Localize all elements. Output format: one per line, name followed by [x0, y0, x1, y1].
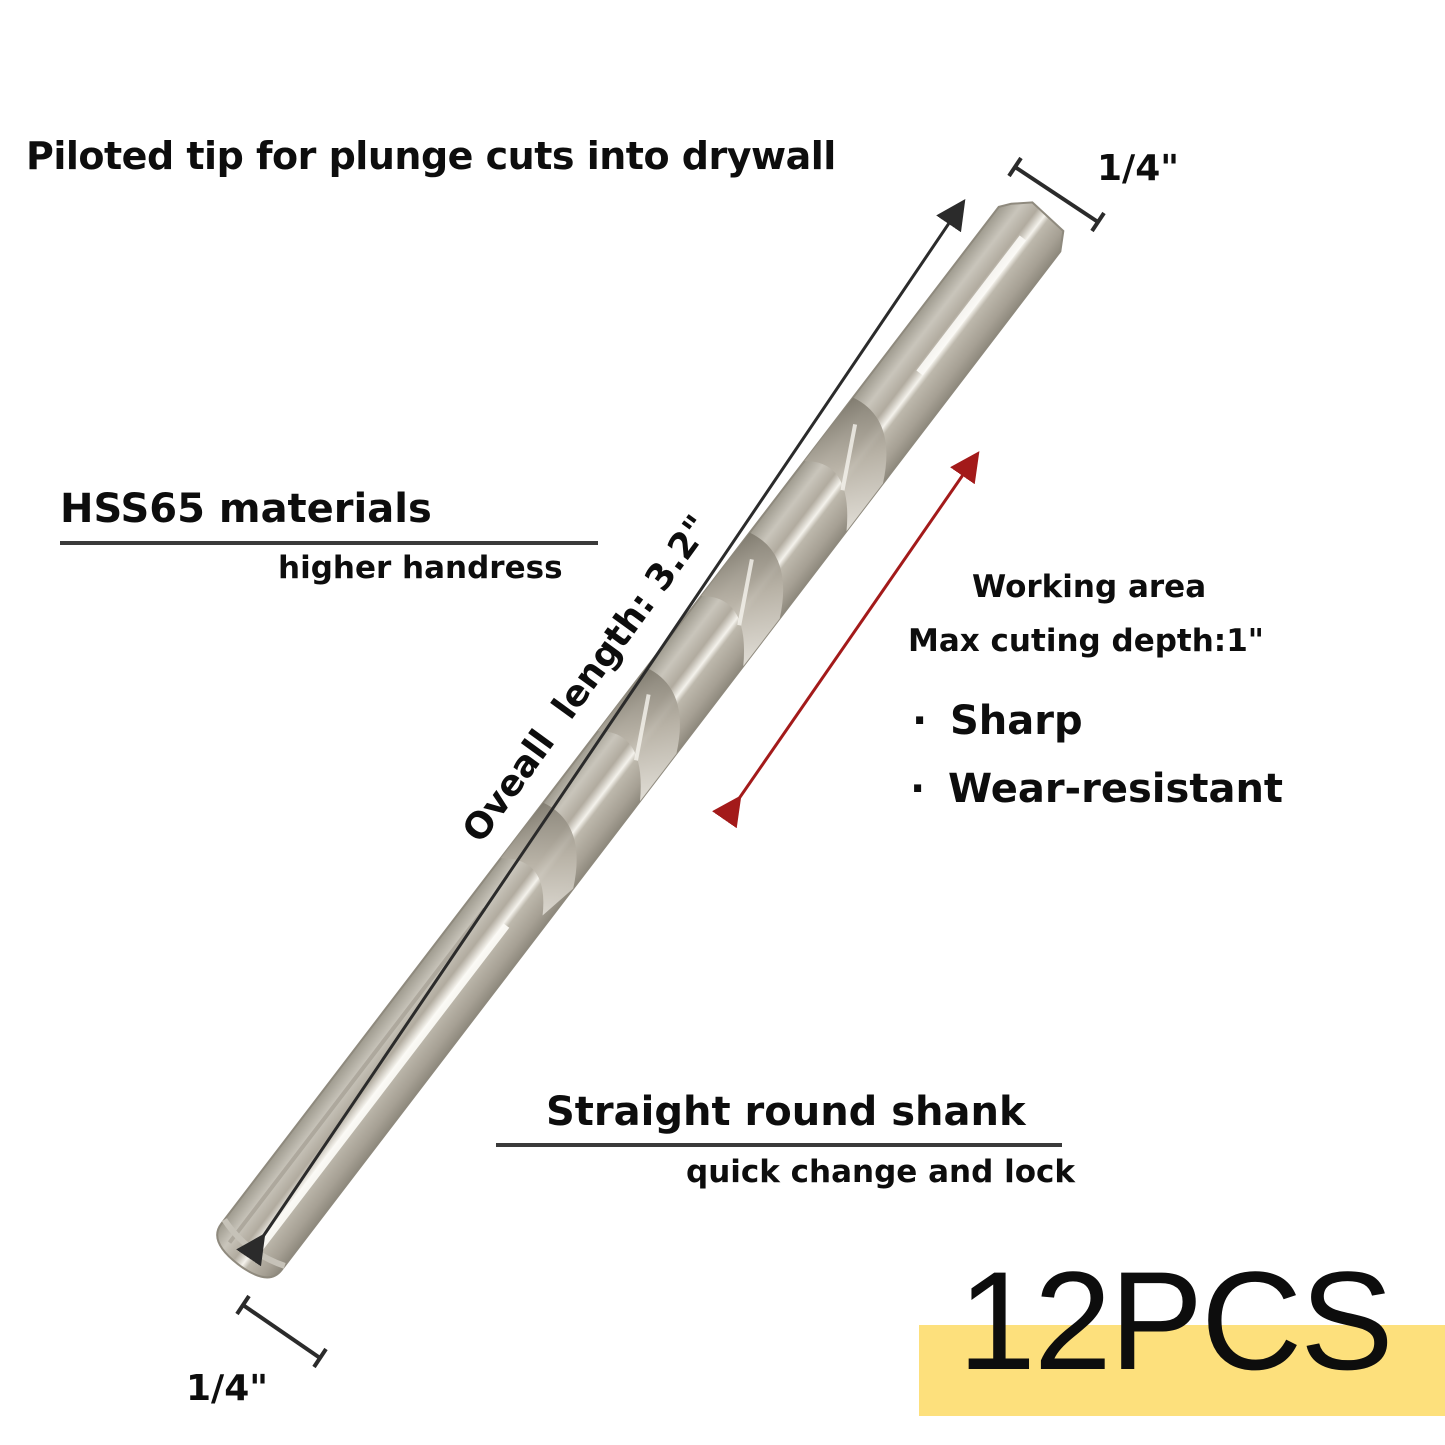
shank-diameter-dimension: [235, 1294, 328, 1369]
material-subtitle: higher handress: [278, 550, 563, 586]
feature-item-wear-resistant: · Wear-resistant: [910, 766, 1283, 812]
quantity-badge-highlight: [919, 1325, 1445, 1416]
working-area-arrow: [712, 451, 980, 829]
feature-label: Wear-resistant: [948, 766, 1284, 812]
tip-diameter-label: 1/4": [1097, 148, 1180, 189]
working-area-title: Working area: [972, 569, 1207, 605]
shank-diameter-label: 1/4": [186, 1368, 269, 1409]
shank-subtitle: quick change and lock: [686, 1154, 1075, 1190]
shank-divider: [496, 1143, 1062, 1147]
overall-length-arrow: [236, 199, 966, 1267]
headline: Piloted tip for plunge cuts into drywall: [26, 134, 836, 178]
material-divider: [60, 541, 598, 545]
feature-item-sharp: · Sharp: [912, 698, 1083, 744]
tip-diameter-dimension: [1007, 156, 1106, 233]
material-title: HSS65 materials: [60, 486, 432, 532]
shank-title: Straight round shank: [546, 1089, 1026, 1135]
quantity-badge: 12PCS: [958, 1242, 1394, 1399]
bullet-icon: ·: [910, 766, 926, 812]
feature-label: Sharp: [950, 698, 1083, 744]
max-cutting-depth: Max cuting depth:1": [908, 623, 1264, 659]
bullet-icon: ·: [912, 698, 928, 744]
